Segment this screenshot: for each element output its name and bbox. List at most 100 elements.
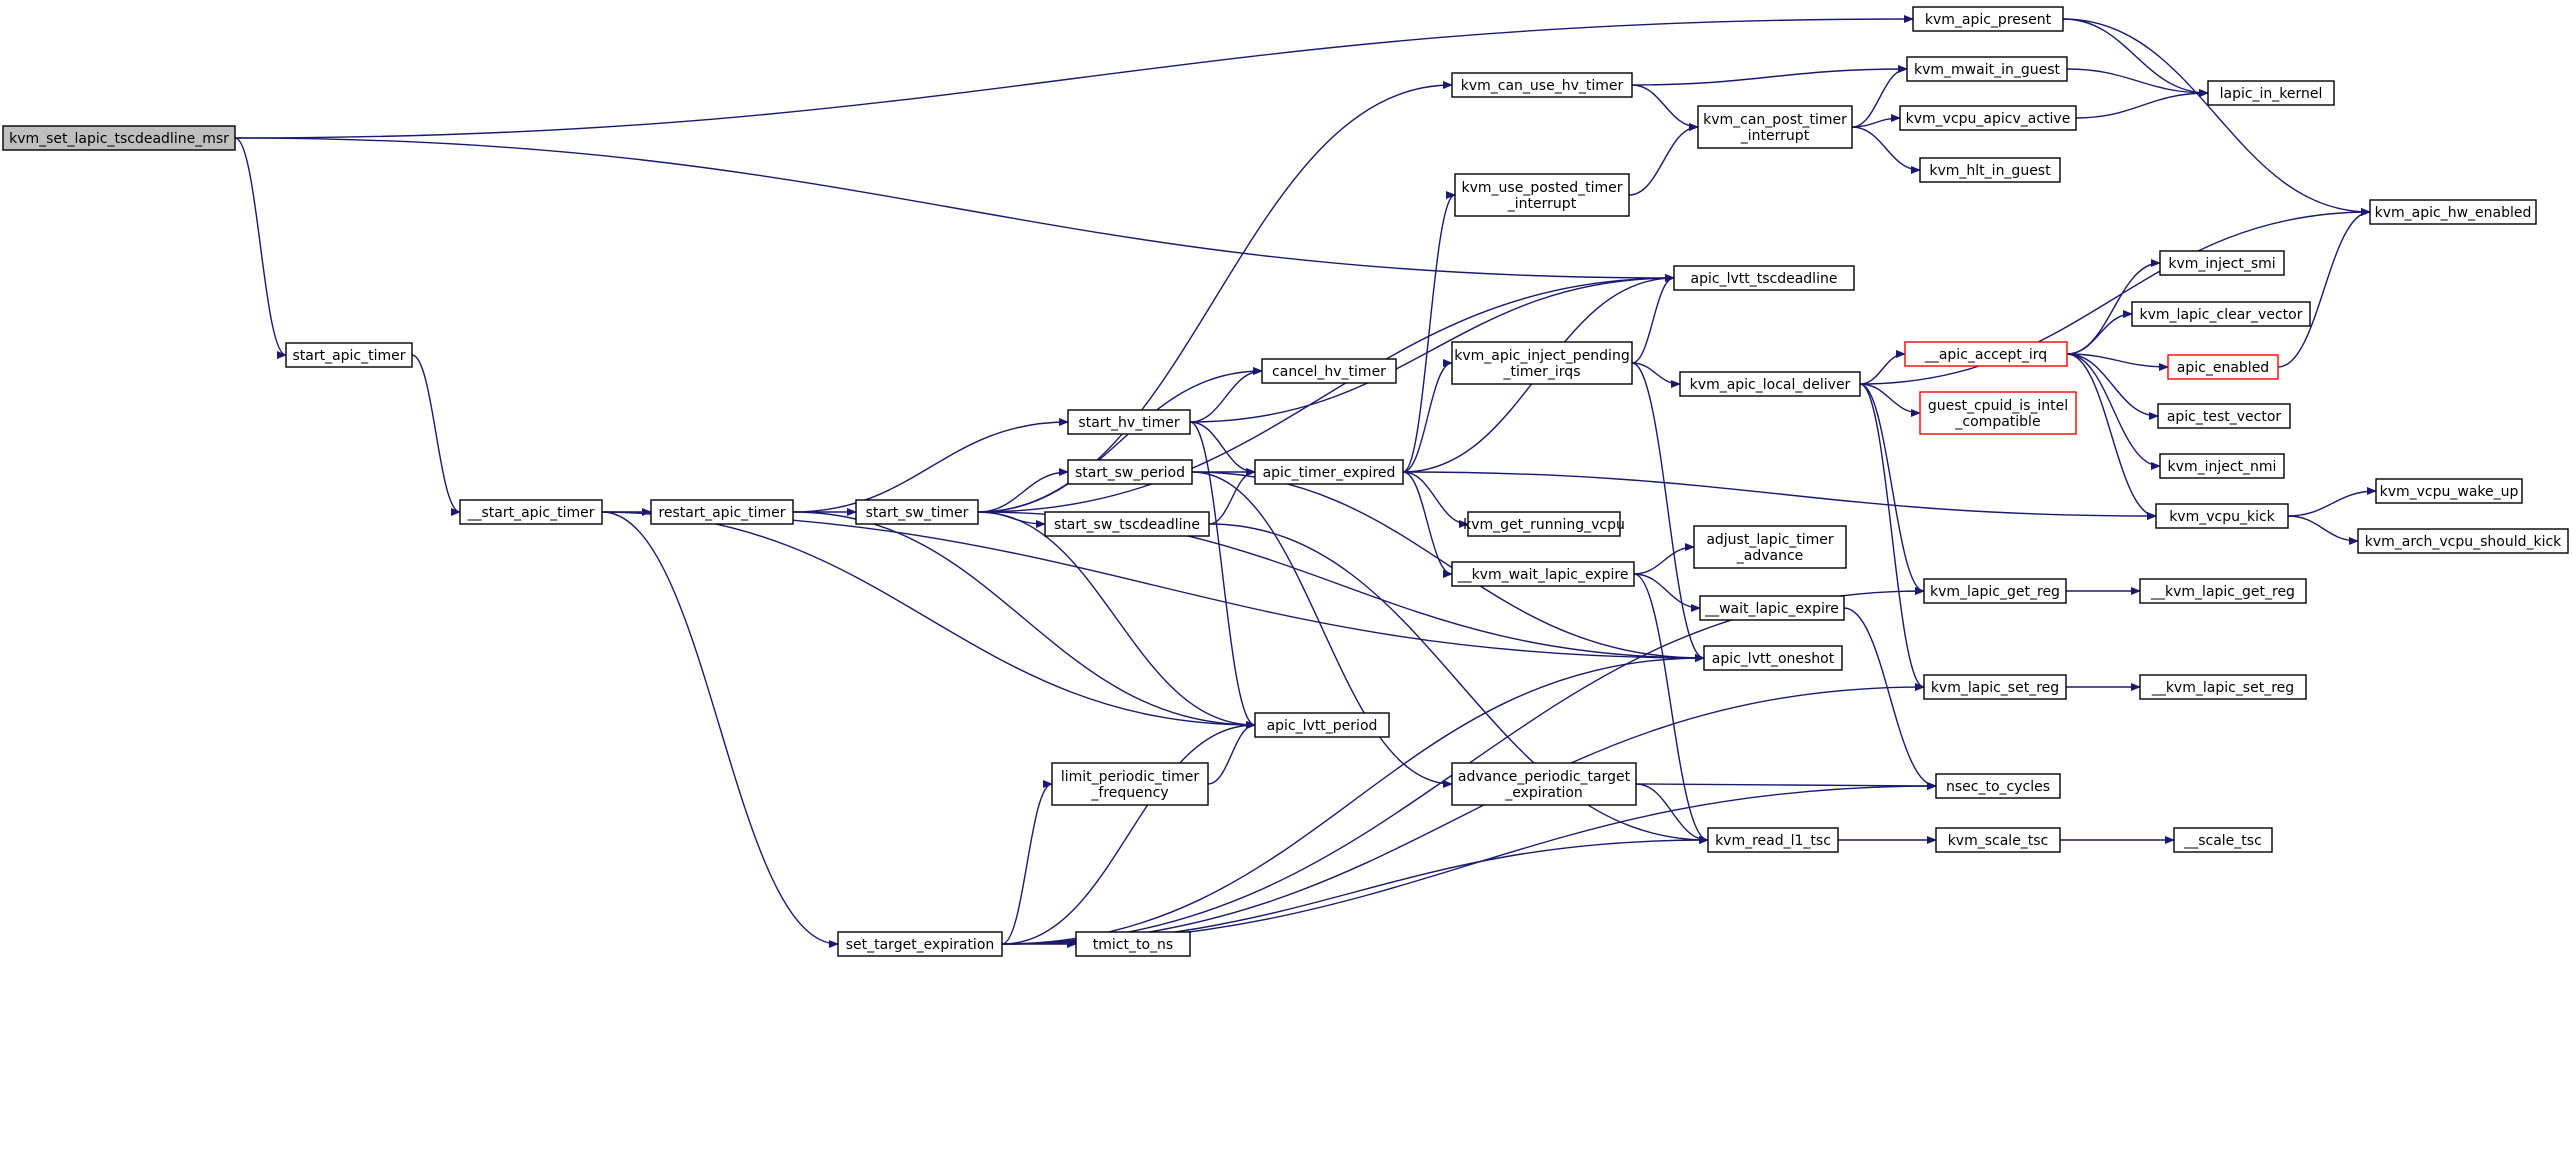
node-kvm-can-use-hv-timer[interactable]: kvm_can_use_hv_timer: [1451, 72, 1633, 98]
node-kvm-lapic-get-reg[interactable]: kvm_lapic_get_reg: [1923, 578, 2067, 604]
edge-kvm-can-post-timer-interrupt-to-kvm-mwait-in-guest: [1851, 65, 1908, 128]
node-limit-periodic-timer-frequency[interactable]: limit_periodic_timer_frequency: [1051, 762, 1209, 806]
node-label: _advance: [1736, 548, 1804, 564]
node-label: tmict_to_ns: [1093, 937, 1173, 953]
edge-start-hv-timer-to-cancel-hv-timer: [1189, 367, 1263, 423]
node-kvm-mwait-in-guest[interactable]: kvm_mwait_in_guest: [1906, 56, 2068, 82]
node-box: [650, 499, 794, 525]
node-kvm-apic-present[interactable]: kvm_apic_present: [1912, 6, 2064, 32]
node-start-sw-period[interactable]: start_sw_period: [1067, 459, 1193, 485]
edge-restart-apic-timer-to-apic-lvtt-period: [792, 511, 1256, 729]
node-label: _interrupt: [1740, 128, 1810, 144]
node-label: kvm_inject_nmi: [2168, 459, 2277, 475]
node-start-hv-timer[interactable]: start_hv_timer: [1067, 409, 1191, 435]
node-kvm-can-post-timer-interrupt[interactable]: kvm_can_post_timer_interrupt: [1697, 105, 1853, 149]
node-kvm-lapic-get-reg[interactable]: __kvm_lapic_get_reg: [2139, 578, 2307, 604]
node-apic-lvtt-period[interactable]: apic_lvtt_period: [1254, 712, 1390, 738]
node-apic-lvtt-tscdeadline[interactable]: apic_lvtt_tscdeadline: [1673, 265, 1855, 291]
node-label: kvm_vcpu_wake_up: [2380, 484, 2519, 500]
node-set-target-expiration[interactable]: set_target_expiration: [837, 931, 1003, 957]
node-kvm-use-posted-timer-interrupt[interactable]: kvm_use_posted_timer_interrupt: [1454, 173, 1630, 217]
node-guest-cpuid-is-intel-compatible[interactable]: guest_cpuid_is_intel_compatible: [1919, 391, 2077, 435]
edge-start-sw-timer-to-cancel-hv-timer: [977, 367, 1263, 513]
node-kvm-inject-nmi[interactable]: kvm_inject_nmi: [2159, 453, 2285, 479]
node-kvm-wait-lapic-expire[interactable]: __kvm_wait_lapic_expire: [1451, 561, 1635, 587]
node-box: [2159, 453, 2285, 479]
node-tmict-to-ns[interactable]: tmict_to_ns: [1075, 931, 1191, 957]
node-scale-tsc[interactable]: __scale_tsc: [2173, 827, 2273, 853]
node-kvm-arch-vcpu-should-kick[interactable]: kvm_arch_vcpu_should_kick: [2357, 528, 2569, 554]
node-box: [2207, 80, 2335, 106]
node-label: kvm_scale_tsc: [1948, 833, 2049, 849]
node-kvm-hlt-in-guest[interactable]: kvm_hlt_in_guest: [1919, 157, 2061, 183]
edge-apic-timer-expired-to-kvm-use-posted-timer-interrupt: [1402, 191, 1456, 473]
node-kvm-read-l1-tsc[interactable]: kvm_read_l1_tsc: [1707, 827, 1839, 853]
node-kvm-inject-smi[interactable]: kvm_inject_smi: [2159, 250, 2285, 276]
node-start-apic-timer[interactable]: __start_apic_timer: [459, 499, 603, 525]
node-kvm-set-lapic-tscdeadline-msr[interactable]: kvm_set_lapic_tscdeadline_msr: [2, 125, 236, 151]
edge-apic-enabled-to-kvm-apic-hw-enabled: [2277, 208, 2371, 368]
node-kvm-get-running-vcpu[interactable]: kvm_get_running_vcpu: [1463, 511, 1625, 537]
edge-set-target-expiration-to-nsec-to-cycles: [1001, 782, 1937, 945]
edge-start-sw-timer-to-apic-lvtt-period: [977, 511, 1256, 729]
edge-advance-periodic-target-expiration-to-nsec-to-cycles: [1635, 781, 1937, 790]
edge-apic-timer-expired-to-kvm-get-running-vcpu: [1402, 471, 1469, 528]
node-label: kvm_apic_hw_enabled: [2375, 205, 2532, 221]
node-label: kvm_use_posted_timer: [1462, 180, 1623, 196]
node-box: [1679, 371, 1861, 397]
node-kvm-scale-tsc[interactable]: kvm_scale_tsc: [1935, 827, 2061, 853]
edge-kvm-set-lapic-tscdeadline-msr-to-start-apic-timer: [234, 137, 287, 359]
edge-apic-timer-expired-to-kvm-vcpu-kick: [1402, 471, 2157, 520]
node-adjust-lapic-timer-advance[interactable]: adjust_lapic_timer_advance: [1693, 525, 1847, 569]
edge-wait-lapic-expire-to-nsec-to-cycles: [1843, 607, 1937, 790]
node-kvm-apic-hw-enabled[interactable]: kvm_apic_hw_enabled: [2369, 199, 2537, 225]
node-box: [2173, 827, 2273, 853]
edge-set-target-expiration-to-kvm-lapic-set-reg: [1001, 683, 1925, 945]
node-advance-periodic-target-expiration[interactable]: advance_periodic_target_expiration: [1451, 762, 1637, 806]
node-nsec-to-cycles[interactable]: nsec_to_cycles: [1935, 773, 2061, 799]
node-kvm-apic-local-deliver[interactable]: kvm_apic_local_deliver: [1679, 371, 1861, 397]
node-box: [837, 931, 1003, 957]
edge-kvm-vcpu-apicv-active-to-lapic-in-kernel: [2075, 89, 2209, 119]
node-apic-timer-expired[interactable]: apic_timer_expired: [1254, 459, 1404, 485]
node-start-apic-timer[interactable]: start_apic_timer: [285, 342, 413, 368]
node-box: [855, 499, 979, 525]
node-label: __wait_lapic_expire: [1704, 601, 1839, 617]
node-box: [1254, 459, 1404, 485]
node-label: kvm_can_use_hv_timer: [1461, 78, 1624, 94]
node-apic-accept-irq[interactable]: __apic_accept_irq: [1904, 341, 2068, 367]
node-label: apic_test_vector: [2167, 409, 2282, 425]
edge-set-target-expiration-to-apic-lvtt-oneshot: [1001, 654, 1705, 945]
node-kvm-lapic-set-reg[interactable]: __kvm_lapic_set_reg: [2139, 674, 2307, 700]
node-label: start_apic_timer: [292, 348, 405, 364]
node-box: [1451, 561, 1635, 587]
node-label: __kvm_lapic_get_reg: [2150, 584, 2295, 600]
node-box: [1451, 341, 1633, 385]
node-label: kvm_vcpu_apicv_active: [1906, 111, 2071, 127]
node-apic-enabled[interactable]: apic_enabled: [2167, 354, 2279, 380]
node-kvm-apic-inject-pending-timer-irqs[interactable]: kvm_apic_inject_pending_timer_irqs: [1451, 341, 1633, 385]
node-kvm-lapic-clear-vector[interactable]: kvm_lapic_clear_vector: [2131, 301, 2311, 327]
node-kvm-lapic-set-reg[interactable]: kvm_lapic_set_reg: [1923, 674, 2067, 700]
node-apic-lvtt-oneshot[interactable]: apic_lvtt_oneshot: [1703, 645, 1843, 671]
node-wait-lapic-expire[interactable]: __wait_lapic_expire: [1699, 595, 1845, 621]
edge-set-target-expiration-to-kvm-read-l1-tsc: [1001, 836, 1709, 945]
node-label: apic_timer_expired: [1263, 465, 1396, 481]
node-kvm-vcpu-wake-up[interactable]: kvm_vcpu_wake_up: [2375, 478, 2523, 504]
node-restart-apic-timer[interactable]: restart_apic_timer: [650, 499, 794, 525]
node-start-sw-timer[interactable]: start_sw_timer: [855, 499, 979, 525]
node-kvm-vcpu-apicv-active[interactable]: kvm_vcpu_apicv_active: [1899, 105, 2077, 131]
node-label: apic_lvtt_tscdeadline: [1691, 271, 1838, 287]
node-box: [1067, 409, 1191, 435]
node-box: [2155, 503, 2289, 529]
edge-kvm-wait-lapic-expire-to-wait-lapic-expire: [1633, 573, 1701, 612]
node-apic-test-vector[interactable]: apic_test_vector: [2157, 403, 2291, 429]
node-kvm-vcpu-kick[interactable]: kvm_vcpu_kick: [2155, 503, 2289, 529]
node-label: lapic_in_kernel: [2220, 86, 2323, 102]
node-cancel-hv-timer[interactable]: cancel_hv_timer: [1261, 358, 1397, 384]
edge-start-apic-timer-to-apic-lvtt-period: [601, 511, 1256, 729]
node-label: limit_periodic_timer: [1061, 769, 1200, 785]
node-lapic-in-kernel[interactable]: lapic_in_kernel: [2207, 80, 2335, 106]
node-label: cancel_hv_timer: [1272, 364, 1386, 380]
node-start-sw-tscdeadline[interactable]: start_sw_tscdeadline: [1044, 511, 1210, 537]
